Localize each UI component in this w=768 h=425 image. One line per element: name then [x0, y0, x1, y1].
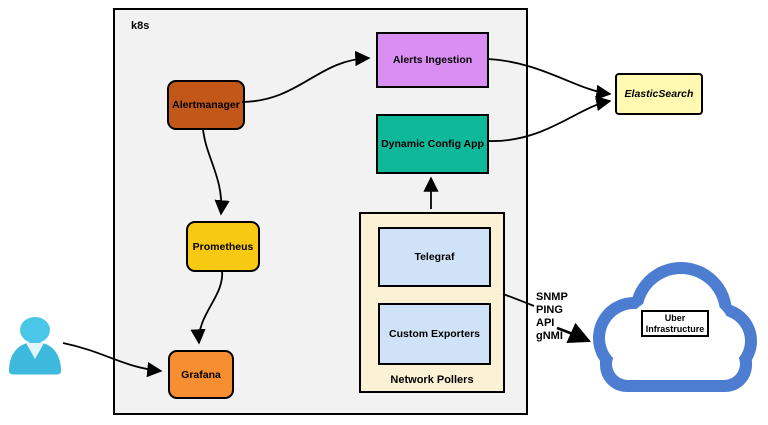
- k8s-cluster-container: k8s Alertmanager Alerts Ingestion Dynami…: [113, 8, 528, 415]
- cluster-label: k8s: [131, 20, 150, 32]
- node-grafana: Grafana: [168, 350, 234, 399]
- node-alerts-ingestion-label: Alerts Ingestion: [392, 54, 473, 66]
- node-network-pollers-group: Telegraf Custom Exporters Network Poller…: [359, 212, 505, 393]
- node-dynamic-config-app: Dynamic Config App: [376, 114, 489, 174]
- node-elasticsearch-label: ElasticSearch: [624, 88, 694, 100]
- protocol-gnmi: gNMI: [536, 330, 563, 342]
- node-network-pollers-label: Network Pollers: [390, 374, 474, 386]
- node-telegraf: Telegraf: [378, 227, 491, 287]
- protocol-ping: PING: [536, 304, 563, 316]
- node-custom-exporters: Custom Exporters: [378, 303, 491, 365]
- node-uber-infrastructure-label: Uber Infrastructure: [645, 312, 705, 334]
- node-prometheus: Prometheus: [186, 221, 260, 272]
- node-dynamic-config-app-label: Dynamic Config App: [381, 138, 484, 150]
- node-uber-infrastructure: Uber Infrastructure: [641, 310, 709, 337]
- node-alertmanager: Alertmanager: [167, 80, 245, 130]
- protocol-snmp: SNMP: [536, 291, 568, 303]
- node-telegraf-label: Telegraf: [414, 251, 455, 263]
- node-custom-exporters-label: Custom Exporters: [388, 328, 481, 340]
- node-elasticsearch: ElasticSearch: [615, 73, 703, 115]
- node-grafana-label: Grafana: [181, 368, 221, 381]
- edge-protocol-labels: SNMP PING API gNMI: [536, 291, 568, 343]
- user-icon: [9, 317, 61, 375]
- node-prometheus-label: Prometheus: [192, 240, 254, 253]
- node-alertmanager-label: Alertmanager: [172, 99, 240, 111]
- node-alerts-ingestion: Alerts Ingestion: [376, 32, 489, 88]
- protocol-api: API: [536, 317, 555, 329]
